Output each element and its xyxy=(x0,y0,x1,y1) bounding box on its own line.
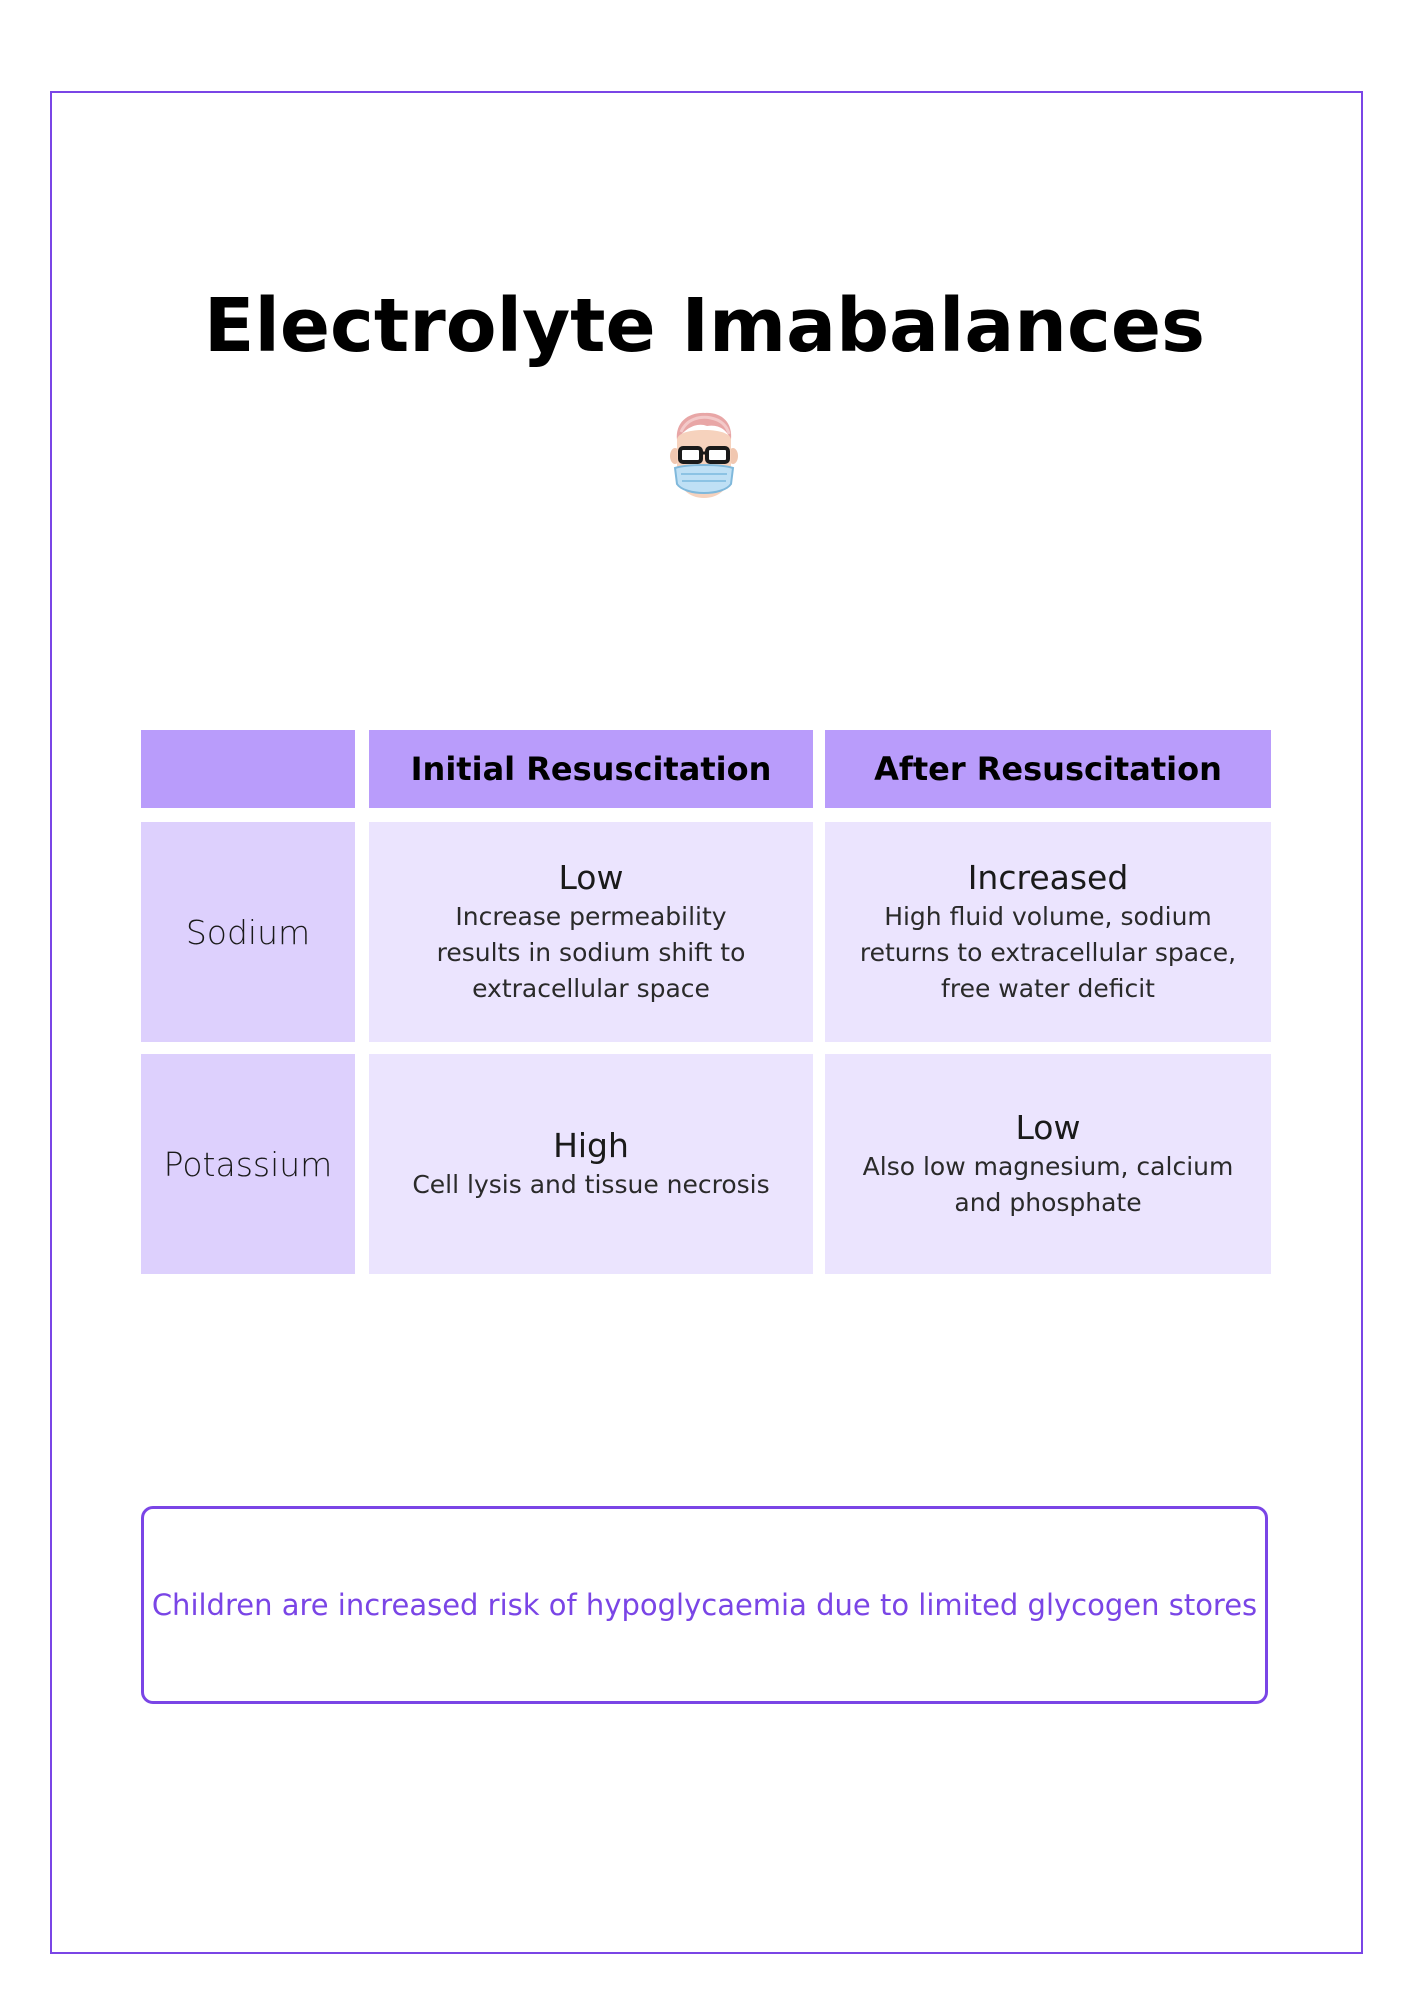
table-cell-potassium-initial: High Cell lysis and tissue necrosis xyxy=(369,1054,813,1274)
cell-main-value: Increased xyxy=(967,858,1129,897)
cell-main-value: Low xyxy=(558,858,624,897)
cell-main-value: Low xyxy=(1015,1108,1081,1147)
column-header-after: After Resuscitation xyxy=(825,730,1271,808)
table-cell-sodium-initial: Low Increase permeability results in sod… xyxy=(369,822,813,1042)
cell-main-value: High xyxy=(553,1126,629,1165)
page-title: Electrolyte Imabalances xyxy=(203,283,1206,369)
column-header-initial: Initial Resuscitation xyxy=(369,730,813,808)
cell-detail-text: Also low magnesium, calcium and phosphat… xyxy=(862,1152,1234,1217)
cell-detail-text: Cell lysis and tissue necrosis xyxy=(412,1170,770,1199)
cell-detail-text: High fluid volume, sodium returns to ext… xyxy=(859,902,1237,1003)
masked-doctor-avatar-icon xyxy=(670,412,738,498)
cell-detail-text: Increase permeability results in sodium … xyxy=(436,902,746,1003)
table-cell-potassium-after: Low Also low magnesium, calcium and phos… xyxy=(825,1054,1271,1274)
row-header-sodium: Sodium xyxy=(141,822,355,1042)
row-header-potassium: Potassium xyxy=(141,1054,355,1274)
page-border xyxy=(50,91,1363,1954)
note-callout: Children are increased risk of hypoglyca… xyxy=(141,1506,1268,1704)
note-text: Children are increased risk of hypoglyca… xyxy=(151,1588,1258,1622)
table-header-corner xyxy=(141,730,355,808)
table-cell-sodium-after: Increased High fluid volume, sodium retu… xyxy=(825,822,1271,1042)
